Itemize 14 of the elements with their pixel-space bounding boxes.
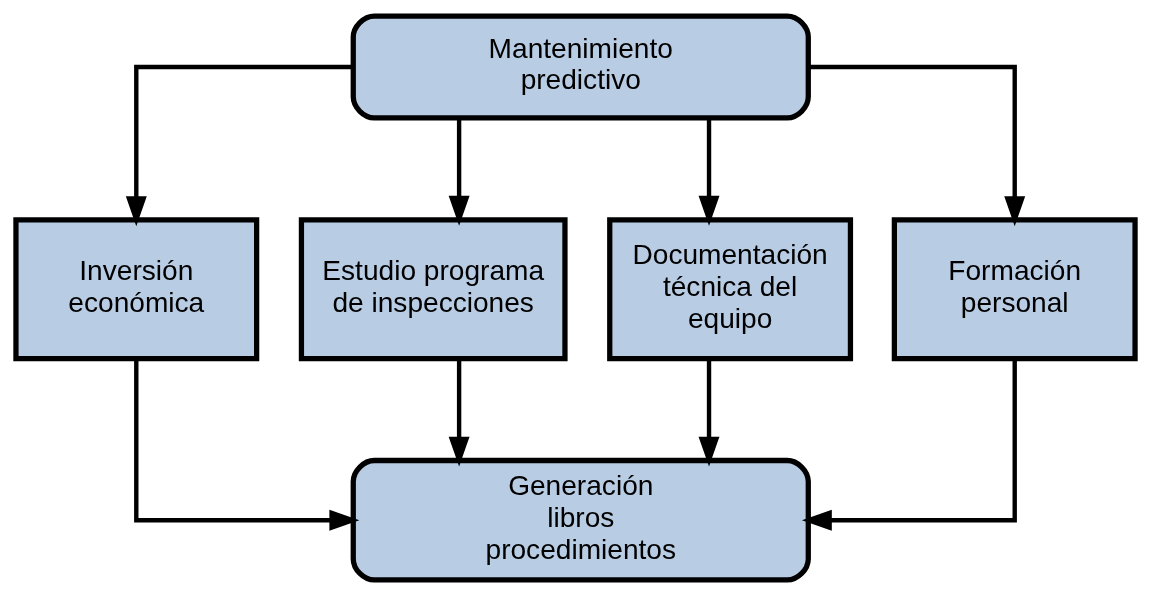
arrow	[448, 359, 470, 467]
arrow	[125, 64, 353, 227]
arrow	[698, 117, 720, 226]
node-box: Inversión económica	[13, 217, 260, 362]
arrow	[808, 64, 1026, 227]
arrow	[801, 359, 1017, 531]
node-box: Formación personal	[891, 217, 1138, 362]
arrow	[134, 359, 360, 531]
node-box: Generación libros procedimientos	[350, 457, 811, 583]
arrow	[448, 117, 470, 226]
node-box: Documentación técnica del equipo	[607, 217, 854, 362]
node-box: Estudio programa de inspecciones	[298, 217, 568, 362]
arrow	[698, 359, 720, 467]
node-box: Mantenimiento predictivo	[350, 13, 811, 121]
